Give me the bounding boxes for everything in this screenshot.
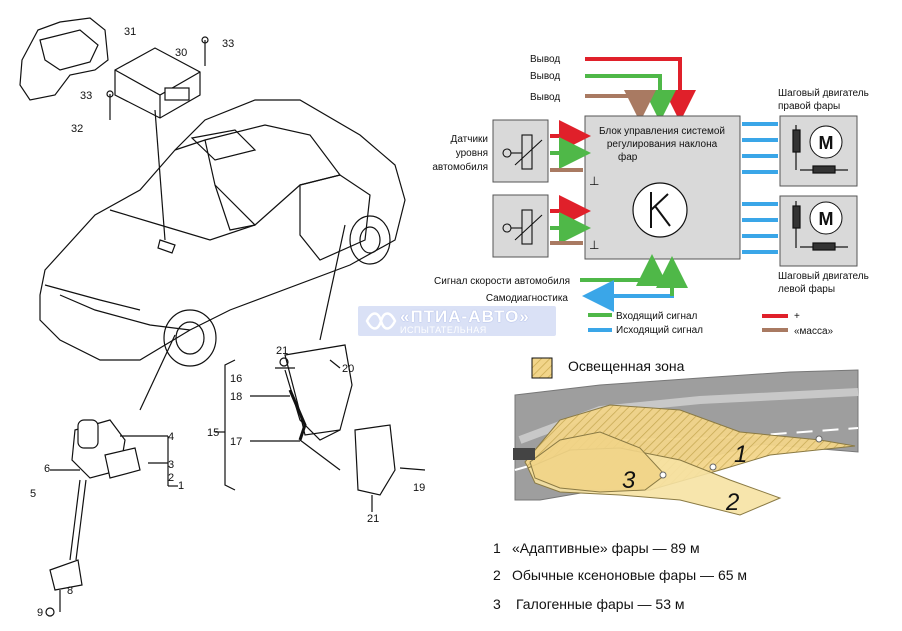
part-num-4: 4 xyxy=(168,431,174,443)
part-num-19: 19 xyxy=(413,482,425,494)
zone-label-2: 2 xyxy=(725,489,739,516)
beam-item-3-num: 3 xyxy=(493,596,501,612)
bracket-31 xyxy=(19,17,109,101)
ecu-title-1: Блок управления системой xyxy=(599,126,725,137)
beam-item-2-text: Обычные ксеноновые фары — 65 м xyxy=(512,567,747,583)
sensors-label-2: уровня xyxy=(456,148,488,159)
part-num-1: 1 xyxy=(178,480,184,492)
sensor-bracket-19 xyxy=(354,424,396,496)
legend-ground-label: «масса» xyxy=(794,326,834,337)
beam-item-1-num: 1 xyxy=(493,540,501,556)
block-diagram xyxy=(492,57,858,332)
watermark-background xyxy=(358,306,556,336)
part-num-21b: 21 xyxy=(367,513,379,525)
right-motor-label-2: правой фары xyxy=(778,100,840,112)
beam-zone-3 xyxy=(529,431,666,493)
part-num-30: 30 xyxy=(175,47,187,59)
ecu-title-3: фар xyxy=(618,151,638,163)
part-num-2: 2 xyxy=(168,472,174,484)
part-num-17: 17 xyxy=(230,436,242,448)
part-num-8: 8 xyxy=(67,585,73,597)
motor-symbol-left: M xyxy=(819,209,834,229)
part-num-6: 6 xyxy=(44,463,50,475)
part-num-5: 5 xyxy=(30,488,36,500)
output-line-green xyxy=(585,74,676,122)
zone-label-3: 3 xyxy=(622,467,636,494)
self-diag-label: Самодиагностика xyxy=(486,293,569,304)
watermark: «ПТИА-АВТО» ИСПЫТАТЕЛЬНАЯ ЛАБОРАТОРИЯ xyxy=(358,306,556,345)
sensors-label-1: Датчики xyxy=(451,134,488,145)
motor-symbol-right: M xyxy=(819,133,834,153)
zone-legend-label: Освещенная зона xyxy=(568,358,685,374)
left-motor-label-2: левой фары xyxy=(778,283,835,295)
watermark-subtitle: ИСПЫТАТЕЛЬНАЯ ЛАБОРАТОРИЯ xyxy=(400,325,487,345)
output-label-1: Вывод xyxy=(530,54,560,65)
part-numbers: 31 30 33 33 32 4 3 2 1 6 5 8 9 21 20 16 … xyxy=(30,26,425,619)
block-diagram-text: Вывод Вывод Вывод Датчики уровня автомоб… xyxy=(432,54,869,337)
sensor-box-top xyxy=(492,119,549,183)
speed-signal-label: Сигнал скорости автомобиля xyxy=(434,275,570,287)
output-line-brown xyxy=(585,90,656,122)
part-num-32: 32 xyxy=(71,123,83,135)
speed-signal-line xyxy=(580,254,668,286)
sensor-box-bottom xyxy=(492,194,549,258)
legend-out-label: Исходящий сигнал xyxy=(616,325,703,336)
part-num-31: 31 xyxy=(124,26,136,38)
beam-item-3-text: Галогенные фары — 53 м xyxy=(516,596,685,612)
legend-plus-label: + xyxy=(794,311,800,322)
zone-legend-swatch xyxy=(531,357,553,379)
sensor-bracket-20 xyxy=(284,344,353,436)
zone-label-1: 1 xyxy=(734,441,747,468)
part-num-21a: 21 xyxy=(276,345,288,357)
legend-in-label: Входящий сигнал xyxy=(616,311,698,322)
beam-item-1-text: «Адаптивные» фары — 89 м xyxy=(512,540,700,556)
ecu-title-2: регулирования наклона xyxy=(607,139,718,150)
part-num-18: 18 xyxy=(230,391,242,403)
part-num-33b: 33 xyxy=(80,90,92,102)
ground-symbol-bottom: ⊥ xyxy=(589,238,599,252)
ground-symbol-top: ⊥ xyxy=(589,174,599,188)
part-num-33a: 33 xyxy=(222,38,234,50)
part-num-16: 16 xyxy=(230,373,242,385)
watermark-title: «ПТИА-АВТО» xyxy=(400,307,530,326)
part-num-9: 9 xyxy=(37,607,43,619)
part-num-20: 20 xyxy=(342,363,354,375)
output-line-red xyxy=(585,57,696,122)
output-label-3: Вывод xyxy=(530,92,560,103)
car-parts-illustration xyxy=(19,17,426,617)
output-label-2: Вывод xyxy=(530,71,560,82)
beam-text: Освещенная зона 1 2 3 1 «Адаптивные» фар… xyxy=(493,358,747,612)
control-unit-30 xyxy=(114,47,201,119)
right-motor-label-1: Шаговый двигатель xyxy=(778,88,869,99)
car-body xyxy=(39,99,406,361)
part-num-3: 3 xyxy=(168,459,174,471)
left-motor-label-1: Шаговый двигатель xyxy=(778,271,869,282)
beam-diagram xyxy=(513,357,859,516)
watermark-logo-icon xyxy=(365,312,397,330)
part-num-15: 15 xyxy=(207,427,219,439)
beam-item-2-num: 2 xyxy=(493,567,501,583)
sensors-label-3: автомобиля xyxy=(432,161,488,173)
